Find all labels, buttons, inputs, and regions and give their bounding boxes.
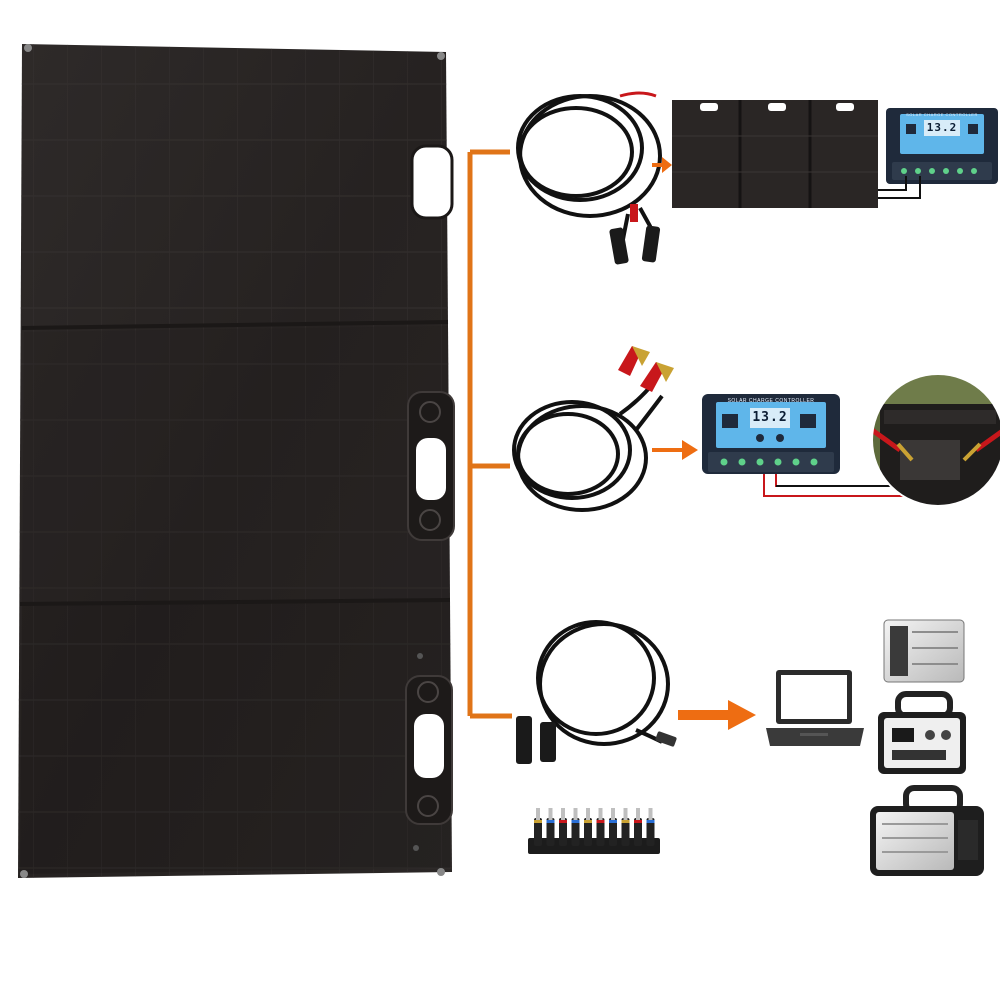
small-solar-panel: [672, 100, 878, 208]
adapter-tip: [621, 818, 630, 846]
arrow-right-icon: [652, 440, 698, 460]
adapter-tip-pin: [536, 808, 540, 820]
adapter-tip-band: [559, 820, 567, 823]
panel-to-controller-wire: [878, 176, 921, 199]
laptop: [766, 670, 864, 746]
charge-controller-large: [702, 394, 840, 474]
grommet: [437, 52, 445, 60]
alligator-clips: [618, 346, 674, 392]
adapter-tip-band: [634, 820, 642, 823]
controller-label: SOLAR CHARGE CONTROLLER: [906, 112, 978, 117]
panel-fold-line: [21, 320, 449, 330]
handle-plate: [407, 391, 455, 541]
adapter-tip-band: [596, 820, 605, 823]
mc4-extension-cable: [516, 91, 662, 257]
grommet: [24, 44, 32, 52]
adapter-tip-pin: [561, 808, 565, 820]
adapter-tip: [646, 818, 655, 846]
adapter-tip: [584, 818, 592, 846]
adapter-tip-band: [609, 820, 617, 823]
adapter-tip-pin: [598, 808, 603, 820]
power-station-large: [870, 785, 984, 876]
carry-handle: [410, 144, 454, 220]
controller-lcd-readout: 13.2: [752, 410, 788, 425]
orange-connector-lines: [467, 149, 512, 719]
adapter-tip: [559, 818, 567, 846]
dc-output-cable: [536, 620, 670, 751]
adapter-tip: [571, 818, 580, 846]
adapter-tip-band: [584, 820, 592, 823]
dc-connectors: [516, 716, 677, 764]
power-station-medium: [878, 691, 966, 774]
grommet: [20, 870, 28, 878]
adapter-tip-pin: [648, 808, 653, 820]
mc4-connectors: [609, 204, 661, 265]
alligator-clip-cable: [512, 378, 664, 512]
adapter-tip: [534, 818, 542, 846]
adapter-tip-pin: [548, 808, 553, 820]
controller-label: SOLAR CHARGE CONTROLLER: [727, 398, 815, 404]
adapter-tip-pin: [573, 808, 578, 820]
charge-controller: [886, 108, 998, 184]
adapter-tip: [596, 818, 605, 846]
adapter-tip-band: [534, 820, 542, 823]
power-station-small: [883, 619, 965, 683]
adapter-tip: [634, 818, 642, 846]
adapter-tip-pin: [586, 808, 590, 820]
adapter-tip-pin: [611, 808, 615, 820]
adapter-tip-band: [571, 820, 580, 823]
grommet: [437, 868, 445, 876]
adapter-tip-pin: [636, 808, 640, 820]
adapter-tip: [609, 818, 617, 846]
battery-photo: [871, 373, 1000, 507]
panel-fold-line: [19, 598, 451, 606]
foldable-solar-panel: [18, 44, 455, 878]
adapter-tip: [546, 818, 555, 846]
dc-adapter-tips: [528, 808, 660, 854]
adapter-tip-band: [546, 820, 555, 823]
handle-plate: [405, 675, 453, 825]
adapter-tip-pin: [623, 808, 628, 820]
controller-lcd-readout: 13.2: [926, 121, 958, 134]
arrow-right-icon: [678, 700, 756, 730]
arrow-right-icon: [652, 157, 672, 173]
adapter-tip-band: [621, 820, 630, 823]
adapter-tip-band: [646, 820, 655, 823]
